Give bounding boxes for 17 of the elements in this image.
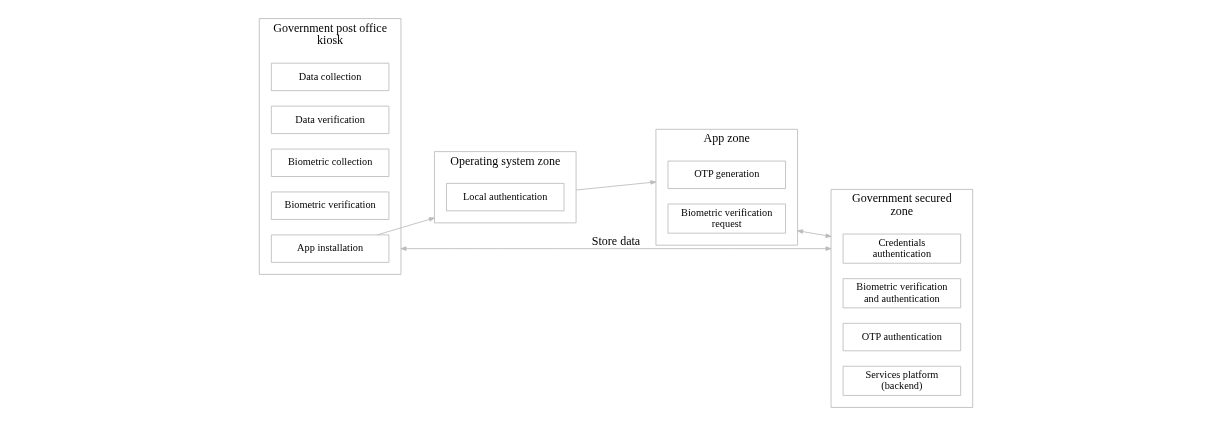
node-box: Biometric verification request	[667, 203, 786, 234]
node-box: Data verification	[270, 105, 389, 134]
node-box: Services platform (backend)	[842, 365, 961, 396]
node-box: Local authentication	[445, 182, 564, 212]
node-box: App installation	[270, 234, 389, 263]
arrow	[796, 229, 831, 238]
node-box: Biometric collection	[270, 148, 389, 177]
arrow	[376, 217, 435, 236]
node-box: OTP generation	[667, 160, 786, 189]
node-box: OTP authentication	[842, 322, 961, 352]
arrow	[400, 246, 831, 251]
arrow	[575, 180, 656, 191]
edge-label: Store data	[591, 234, 640, 249]
node-box: Biometric verification	[270, 191, 389, 220]
node-box: Data collection	[270, 62, 389, 92]
node-box: Biometric verification and authentication	[842, 278, 961, 309]
node-box: Credentials authentication	[842, 233, 961, 264]
